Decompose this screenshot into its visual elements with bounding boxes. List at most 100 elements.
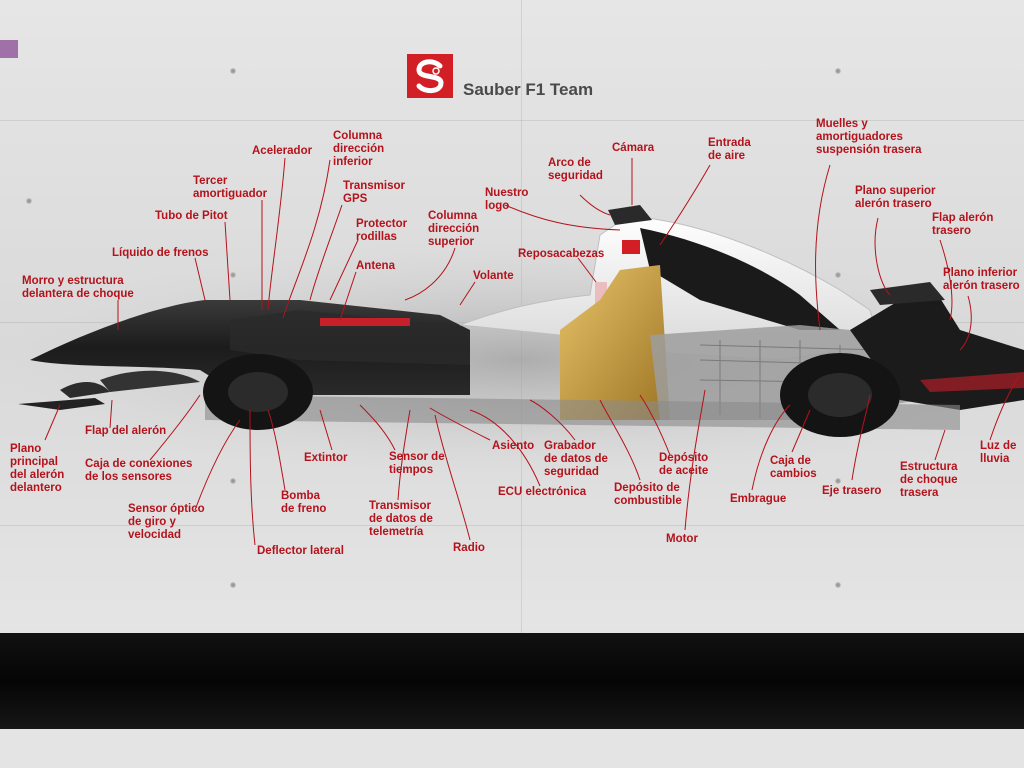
leader-luz xyxy=(989,374,1021,441)
front-wing-endplate xyxy=(100,370,200,392)
leader-asiento xyxy=(429,407,491,441)
engine-cover xyxy=(459,214,881,361)
leader-embrague xyxy=(751,404,791,491)
front-wing-mainplane xyxy=(18,398,105,410)
front-wheel-rim xyxy=(228,372,288,412)
leader-sensor-tiempos xyxy=(359,404,396,451)
label-volante: Volante xyxy=(473,270,514,282)
wall-seam xyxy=(0,120,1024,121)
leader-columna-inf xyxy=(282,159,331,319)
label-pitot: Tubo de Pitot xyxy=(155,210,228,222)
leader-protector xyxy=(329,239,359,301)
label-extintor: Extintor xyxy=(304,452,348,464)
leader-muelles xyxy=(815,164,831,331)
leader-logo xyxy=(504,204,621,231)
leader-grabador xyxy=(529,399,576,441)
leader-plano-principal xyxy=(44,404,61,441)
label-embrague: Embrague xyxy=(730,493,787,505)
leader-entrada xyxy=(659,164,711,246)
logo-s-mark xyxy=(407,54,453,98)
wall-seam xyxy=(0,525,1024,526)
leader-deposito-comb xyxy=(599,399,641,481)
label-deflector: Deflector lateral xyxy=(257,545,344,557)
leader-acelerador xyxy=(267,157,286,311)
leader-ecu xyxy=(469,409,541,487)
leader-liquido xyxy=(194,257,206,301)
label-camara: Cámara xyxy=(612,142,655,154)
leader-telemetria xyxy=(397,409,411,501)
bottom-black-band xyxy=(0,633,1024,729)
leader-eje xyxy=(851,394,871,481)
accent-tab xyxy=(0,40,18,58)
label-asiento: Asiento xyxy=(492,440,535,452)
leader-volante xyxy=(459,281,476,306)
wall-tie-hole xyxy=(835,478,841,484)
leader-caja-cambios xyxy=(791,409,811,453)
leader-motor xyxy=(684,389,706,531)
leader-sensor-giro xyxy=(194,419,241,511)
leader-radio xyxy=(434,414,471,541)
airbox-carbon xyxy=(640,228,840,330)
floor-undertray xyxy=(205,395,960,430)
wall-tie-hole xyxy=(230,478,236,484)
bottom-concrete-strip xyxy=(0,729,1024,768)
brand-name: Sauber F1 Team xyxy=(463,80,594,99)
wall-tie-hole xyxy=(230,582,236,588)
leader-columna-sup xyxy=(404,247,456,301)
leader-flap-del xyxy=(109,399,113,429)
rear-wheel-rim xyxy=(808,373,872,417)
wall-tie-hole xyxy=(230,68,236,74)
label-acelerador: Acelerador xyxy=(252,145,313,157)
fuel-tank xyxy=(560,265,670,420)
leader-plano-sup xyxy=(874,217,891,296)
label-flap-del: Flap del alerón xyxy=(85,425,167,437)
leader-reposacabezas xyxy=(577,257,597,283)
label-reposacabezas: Reposacabezas xyxy=(518,248,605,260)
leader-lines xyxy=(44,157,1021,546)
label-ecu: ECU electrónica xyxy=(498,486,587,498)
label-eje: Eje trasero xyxy=(822,485,882,497)
chassis-red-detail xyxy=(320,318,410,326)
wall-tie-hole xyxy=(835,68,841,74)
label-antena: Antena xyxy=(356,260,395,272)
rain-light-housing xyxy=(920,372,1024,392)
car-cutaway-illustration xyxy=(0,157,1024,546)
camera-pod xyxy=(608,205,652,225)
leader-deposito-aceite xyxy=(639,394,671,456)
leader-pitot xyxy=(224,221,231,301)
sauber-logo xyxy=(407,54,453,98)
wall-tie-hole xyxy=(835,582,841,588)
leader-gps xyxy=(309,204,343,301)
front-wing-flap xyxy=(60,381,110,398)
leader-estructura xyxy=(934,429,946,461)
leader-antena xyxy=(339,271,357,321)
rear-wing-upper-plane xyxy=(870,282,945,305)
label-liquido: Líquido de frenos xyxy=(112,247,209,259)
label-radio: Radio xyxy=(453,542,485,554)
wall-tie-hole xyxy=(26,198,32,204)
